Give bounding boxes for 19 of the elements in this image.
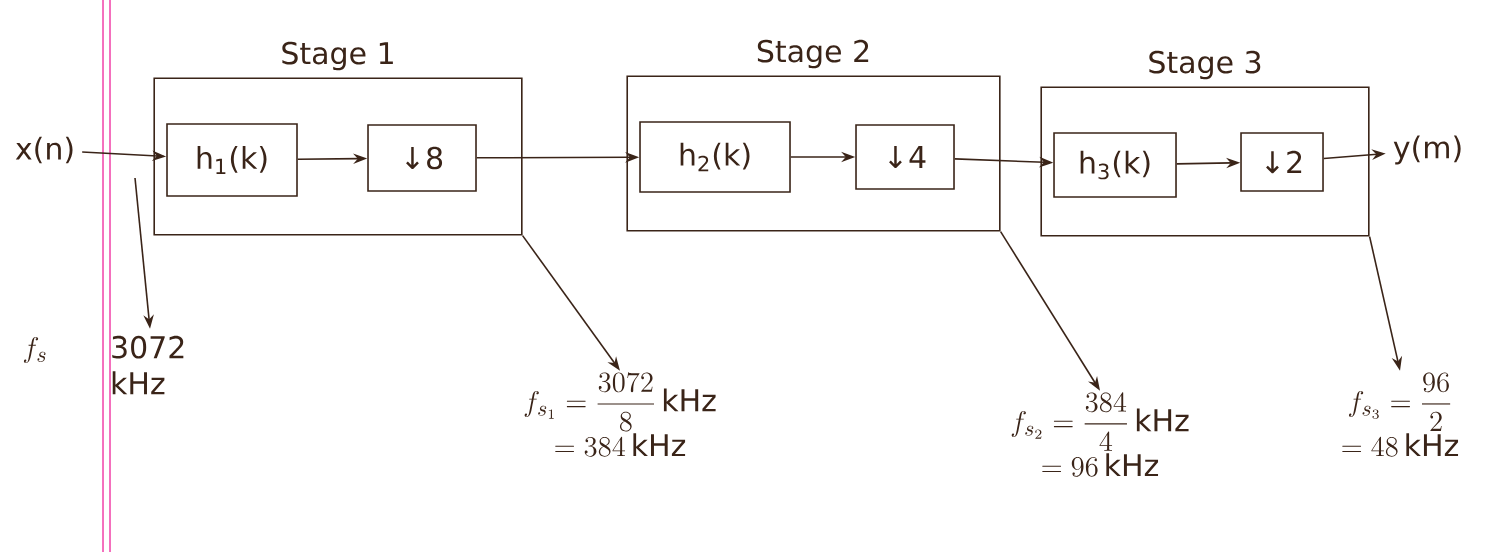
stage-title: Stage 2 (757, 39, 869, 69)
stage-title: Stage 1 (282, 41, 393, 71)
formula-text: $f_{s_3} = \frac{96}{2}$ (1348, 372, 1451, 431)
formula-text: $f_{s_2} = \frac{384}{4}\,\mathrm{kHz}$ (1011, 392, 1189, 451)
signal-label: 3072 kHz (112, 335, 184, 395)
block-box: ↓4 (855, 124, 955, 190)
formula-text: $= 384\,\mathrm{kHz}$ (555, 433, 686, 457)
formula-text: $f_{s_1} = \frac{3072}{8}\,\mathrm{kHz}$ (524, 372, 716, 432)
block-box: h$_{2}$(k) (639, 121, 791, 193)
signal-label: y(m) (1393, 135, 1461, 165)
block-box: h$_{3}$(k) (1053, 132, 1177, 198)
block-box: ↓2 (1240, 132, 1324, 192)
formula-text: $= 96\,\mathrm{kHz}$ (1042, 453, 1159, 477)
signal-label: x(n) (15, 136, 73, 164)
formula-text: $f_s$ (23, 336, 46, 364)
formula-text: $= 48\,\mathrm{kHz}$ (1342, 433, 1459, 457)
block-box: h$_{1}$(k) (166, 123, 298, 197)
stage-title: Stage 3 (1149, 50, 1261, 80)
block-box: ↓8 (367, 124, 477, 192)
